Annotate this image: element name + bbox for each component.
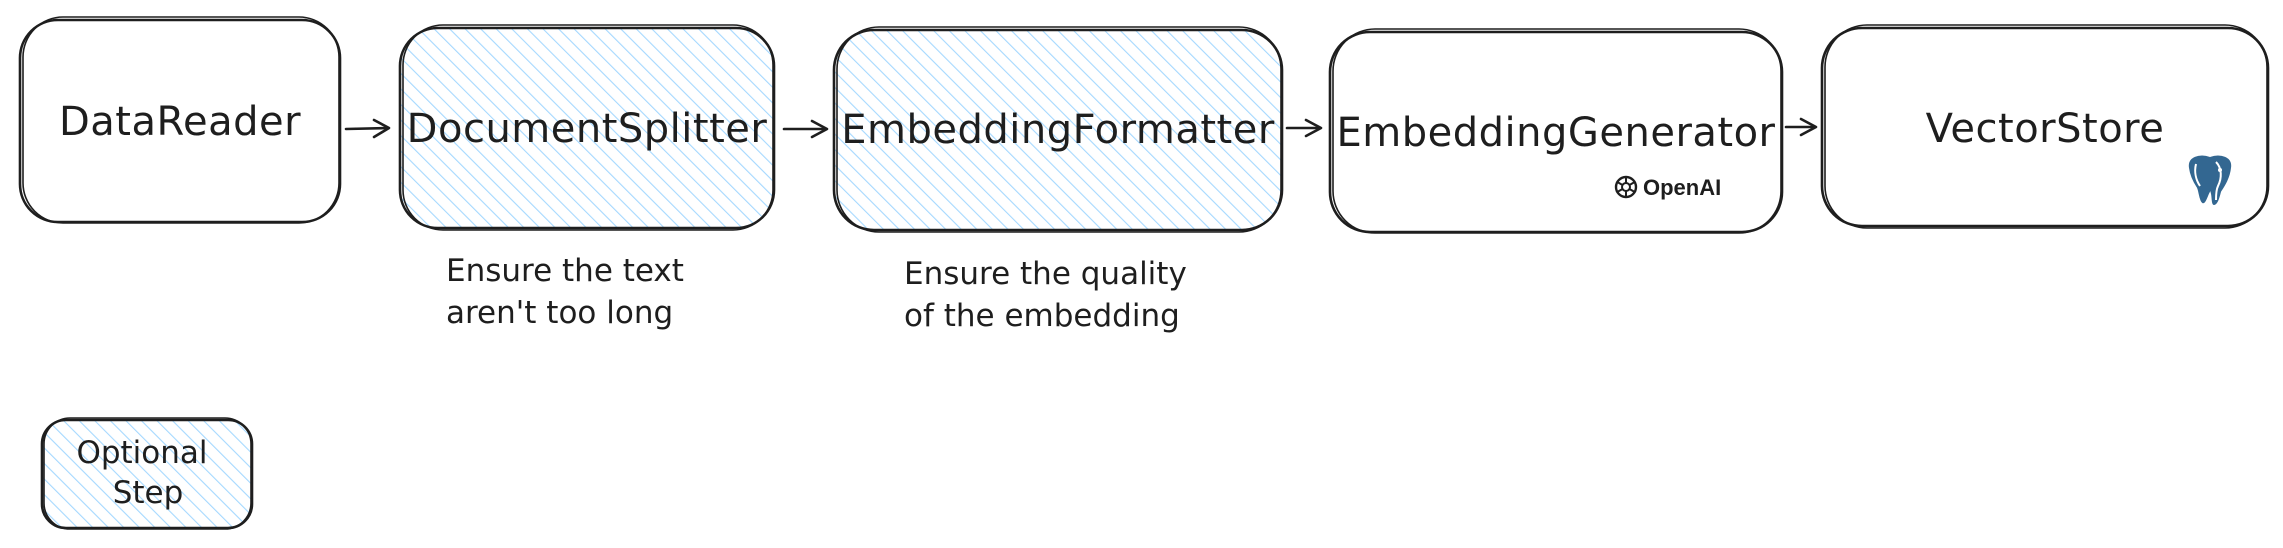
note-embedding-formatter: Ensure the quality of the embedding: [904, 256, 1187, 334]
arrow-1: [344, 118, 391, 139]
arrow-3: [1285, 118, 1323, 138]
node-vector-store: VectorStore: [1820, 24, 2270, 229]
postgresql-elephant-icon: [2186, 153, 2234, 208]
note-document-splitter: Ensure the text aren't too long: [446, 253, 684, 331]
arrow-4: [1784, 117, 1818, 137]
node-label: EmbeddingGenerator: [1337, 110, 1776, 156]
node-data-reader: DataReader: [18, 16, 342, 224]
node-embedding-generator: EmbeddingGenerator OpenAI: [1328, 28, 1784, 234]
note-line: of the embedding: [904, 298, 1180, 334]
node-label: DocumentSplitter: [407, 106, 768, 152]
note-line: Ensure the quality: [904, 256, 1187, 292]
note-line: aren't too long: [446, 295, 673, 331]
node-label: DataReader: [59, 99, 301, 145]
arrow-2: [782, 119, 829, 139]
legend-optional-step: Optional Step: [40, 417, 254, 530]
node-embedding-formatter: EmbeddingFormatter: [832, 26, 1284, 233]
note-line: Ensure the text: [446, 253, 684, 289]
legend-line: Optional: [76, 435, 207, 471]
node-label: VectorStore: [1926, 106, 2165, 152]
legend-line: Step: [113, 475, 184, 511]
node-document-splitter: DocumentSplitter: [398, 24, 776, 231]
node-label: EmbeddingFormatter: [841, 107, 1275, 153]
openai-logo-text: OpenAI: [1643, 175, 1721, 200]
openai-icon: [1614, 175, 1638, 199]
